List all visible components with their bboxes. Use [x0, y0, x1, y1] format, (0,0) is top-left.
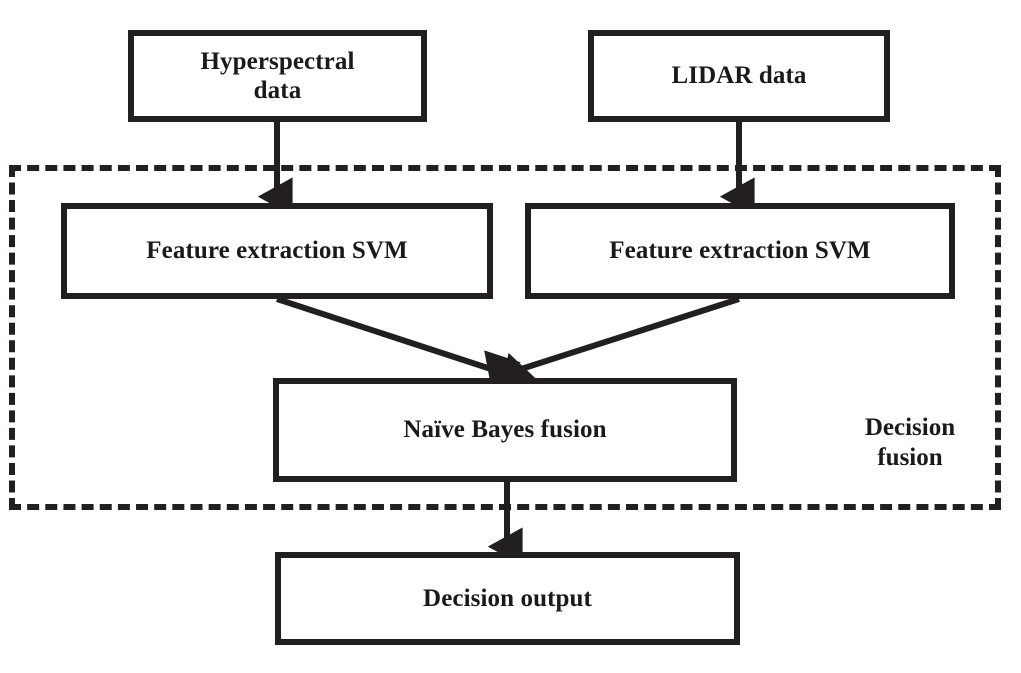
node-feature-extraction-svm-right-label: Feature extraction SVM [609, 237, 871, 265]
node-hyperspectral-data[interactable]: Hyperspectral data [128, 30, 427, 122]
node-decision-output[interactable]: Decision output [275, 552, 740, 645]
node-lidar-data[interactable]: LIDAR data [588, 30, 890, 122]
edge-svm-left-to-fusion [276, 296, 521, 390]
edge-svm-right-to-fusion [500, 296, 740, 392]
node-hyperspectral-data-label: Hyperspectral data [200, 47, 355, 105]
node-naive-bayes-fusion-label: Naïve Bayes fusion [403, 416, 607, 444]
node-decision-output-label: Decision output [423, 584, 592, 612]
decision-fusion-label: Decision fusion [864, 414, 956, 471]
node-feature-extraction-svm-right[interactable]: Feature extraction SVM [525, 203, 955, 299]
node-lidar-data-label: LIDAR data [671, 62, 807, 90]
node-feature-extraction-svm-left[interactable]: Feature extraction SVM [61, 203, 493, 299]
node-feature-extraction-svm-left-label: Feature extraction SVM [146, 237, 408, 265]
node-naive-bayes-fusion[interactable]: Naïve Bayes fusion [273, 378, 737, 482]
